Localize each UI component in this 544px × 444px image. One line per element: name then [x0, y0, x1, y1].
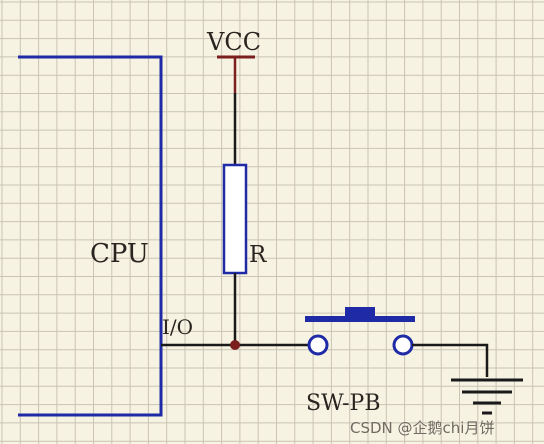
cpu-label: CPU: [90, 239, 149, 269]
switch-left-terminal: [307, 334, 329, 356]
io-label: I/O: [162, 315, 193, 339]
switch-actuator-bar: [305, 316, 415, 322]
ground-symbol: [451, 378, 523, 415]
junction-dot: [230, 340, 240, 350]
wire-switch-to-ground: [412, 343, 489, 377]
cpu-block-outline: [18, 55, 163, 417]
switch-plunger: [345, 307, 375, 317]
resistor-label: R: [249, 242, 267, 268]
vcc-label: VCC: [206, 28, 261, 56]
switch-label: SW-PB: [306, 391, 381, 416]
push-button-switch: [305, 307, 415, 356]
switch-right-terminal: [392, 334, 414, 356]
resistor-body: [222, 163, 248, 275]
watermark-text: CSDN @企鹅chi月饼: [350, 419, 494, 437]
